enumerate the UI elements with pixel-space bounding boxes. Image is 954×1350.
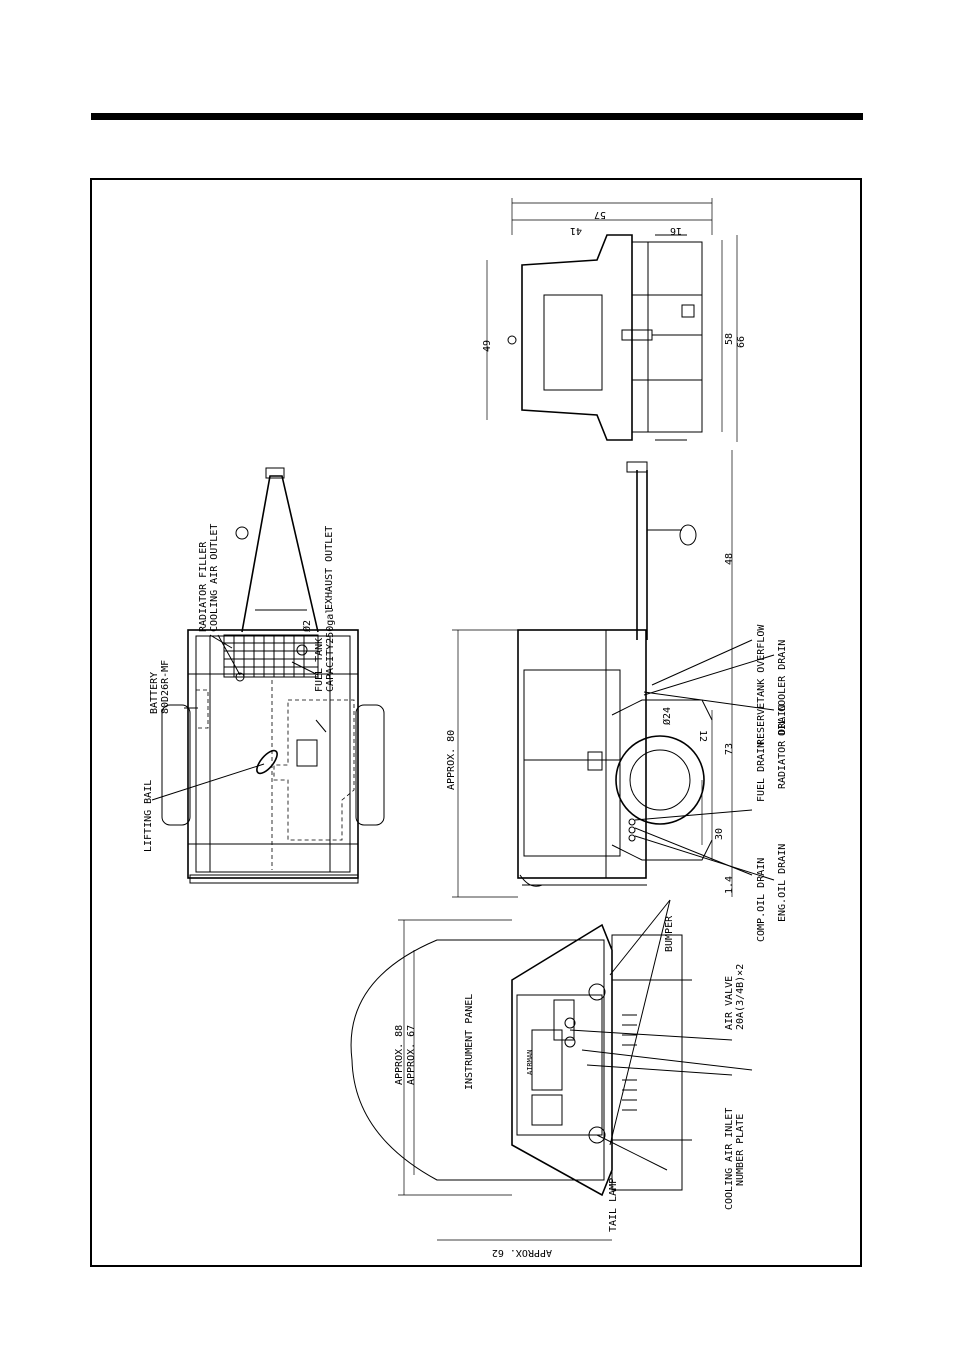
dim-16: 16 bbox=[670, 225, 682, 236]
label-number-plate: NUMBER PLATE bbox=[735, 1114, 746, 1186]
top-view-body bbox=[187, 629, 359, 879]
label-battery-model: 80D26R-MF bbox=[160, 660, 171, 714]
fuel-tank bbox=[273, 699, 355, 841]
front-view bbox=[507, 234, 703, 441]
side-view-body bbox=[517, 629, 647, 879]
drawing-frame bbox=[90, 178, 862, 1267]
label-battery: BATTERY bbox=[149, 672, 160, 714]
front-view-body bbox=[521, 234, 633, 441]
rear-view bbox=[350, 899, 753, 1197]
dim-phi24: Ø24 bbox=[661, 707, 673, 725]
label-reservetank-overflow: RESERVETANK OVERFLOW bbox=[756, 624, 767, 745]
label-air-valve-size: 20A(3/4B)×2 bbox=[735, 964, 746, 1030]
label-exhaust-outlet: EXHAUST OUTLET bbox=[324, 526, 335, 610]
label-air-valve: AIR VALVE bbox=[724, 976, 735, 1030]
dim-1-4: 1.4 bbox=[724, 876, 735, 894]
dim-41: 41 bbox=[570, 225, 582, 236]
tow-bar bbox=[241, 475, 319, 633]
cooling-air-outlet-grille bbox=[223, 634, 319, 678]
jack-wheel bbox=[679, 524, 697, 546]
label-comp-oil-drain: COMP.OIL DRAIN bbox=[756, 858, 767, 942]
dim-73: 73 bbox=[724, 743, 735, 755]
label-radiator-drain: RADIATOR DRAIN bbox=[777, 705, 788, 789]
dim-approx-88: APPROX. 88 bbox=[394, 1025, 405, 1085]
dim-58: 58 bbox=[724, 333, 735, 345]
dim-30: 30 bbox=[714, 828, 725, 840]
dim-approx-62: APPROX. 62 bbox=[492, 1247, 552, 1258]
label-instrument-panel: INSTRUMENT PANEL bbox=[464, 994, 475, 1090]
dim-approx-67: APPROX. 67 bbox=[406, 1025, 417, 1085]
label-eng-oil-drain: ENG.OIL DRAIN bbox=[777, 844, 788, 922]
label-tail-lamp: TAIL LAMP bbox=[608, 1178, 619, 1232]
label-cooling-air-inlet: COOLING AIR INLET bbox=[724, 1108, 735, 1210]
side-wheel bbox=[615, 735, 705, 825]
label-phi2: Ø2 bbox=[301, 620, 313, 632]
label-lifting-bail: LIFTING BAIL bbox=[143, 780, 154, 852]
label-fuel-drain: FUEL DRAIN bbox=[756, 742, 767, 802]
label-oil-cooler-drain: OIL COOLER DRAIN bbox=[777, 640, 788, 736]
label-fuel-tank: FUEL TANK bbox=[314, 638, 325, 692]
brand-plate: AIRMAN bbox=[526, 1050, 534, 1075]
dim-approx-80: APPROX. 80 bbox=[446, 730, 457, 790]
top-view bbox=[151, 467, 385, 884]
dim-49: 49 bbox=[482, 340, 493, 352]
lifting-bail bbox=[256, 749, 278, 775]
wheel bbox=[355, 704, 385, 826]
wheel bbox=[161, 704, 191, 826]
instrument-panel bbox=[531, 1029, 563, 1091]
dim-66: 66 bbox=[736, 336, 747, 348]
outline-drawing: LIFTING BAIL BATTERY 80D26R-MF RADIATOR … bbox=[143, 198, 788, 1258]
label-cooling-air-outlet: COOLING AIR OUTLET bbox=[209, 524, 220, 632]
label-radiator-filler: RADIATOR FILLER bbox=[198, 541, 209, 632]
side-view bbox=[517, 461, 775, 887]
label-fuel-tank-capacity: CAPACITY250gal bbox=[325, 608, 336, 692]
dim-57: 57 bbox=[594, 209, 606, 220]
dim-12: 12 bbox=[697, 730, 708, 742]
door-swing-arc bbox=[350, 939, 605, 1181]
label-bumper: BUMPER bbox=[664, 915, 675, 952]
battery bbox=[195, 689, 209, 729]
dim-48: 48 bbox=[724, 553, 735, 565]
header-rule bbox=[91, 113, 863, 120]
